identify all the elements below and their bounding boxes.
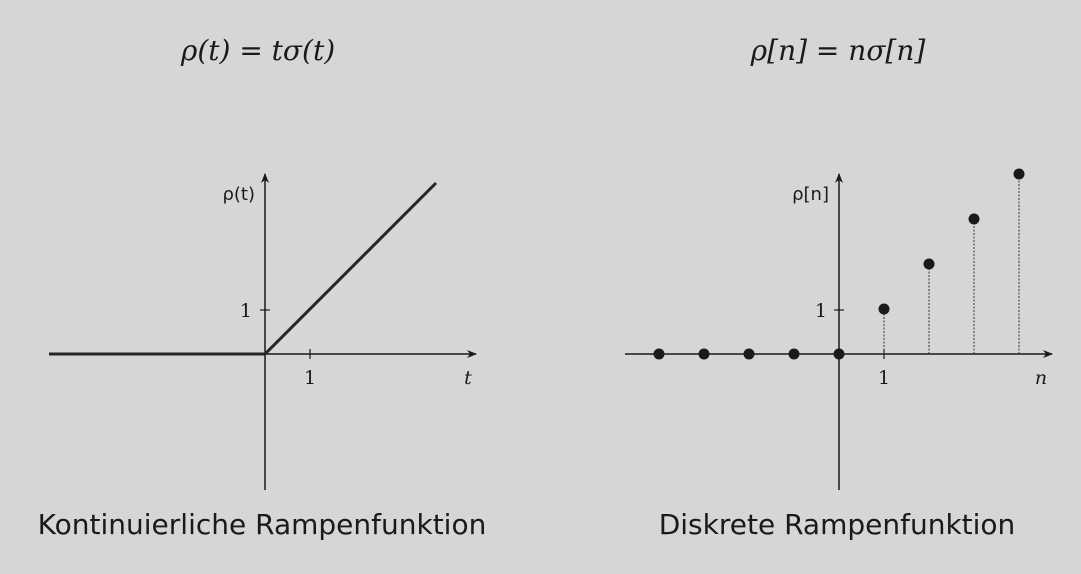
caption-continuous: Kontinuierliche Rampenfunktion <box>37 508 487 541</box>
discrete-ramp-plot: 1 1 n ρ[n] <box>625 168 1053 490</box>
sample-dot-n4 <box>1013 168 1025 180</box>
caption-discrete: Diskrete Rampenfunktion <box>658 508 1016 541</box>
sample-dot-n1 <box>878 303 890 315</box>
right-x-axis-label: n <box>1035 367 1047 389</box>
left-y-axis-label: ρ(t) <box>222 184 255 205</box>
stem-group <box>883 174 1020 354</box>
right-x-tick-label: 1 <box>878 367 890 389</box>
right-y-tick-label: 1 <box>815 300 827 322</box>
sample-dot-n-4 <box>653 348 665 360</box>
sample-dot-n2 <box>923 258 935 270</box>
sample-dot-n-3 <box>698 348 710 360</box>
formula-continuous-ramp: ρ(t) = tσ(t) <box>180 34 336 67</box>
right-y-axis-label: ρ[n] <box>792 184 829 205</box>
sample-dot-n3 <box>968 213 980 225</box>
sample-dot-n0 <box>833 348 845 360</box>
left-x-tick-label: 1 <box>304 367 316 389</box>
left-y-tick-label: 1 <box>240 300 252 322</box>
ramp-function-line <box>49 181 438 356</box>
formula-discrete-ramp: ρ[n] = nσ[n] <box>750 34 926 67</box>
continuous-ramp-plot: 1 1 t ρ(t) <box>49 173 477 490</box>
sample-dot-n-2 <box>743 348 755 360</box>
sample-dot-n-1 <box>788 348 800 360</box>
sample-dot-group <box>653 168 1025 360</box>
left-x-axis-label: t <box>464 367 472 389</box>
